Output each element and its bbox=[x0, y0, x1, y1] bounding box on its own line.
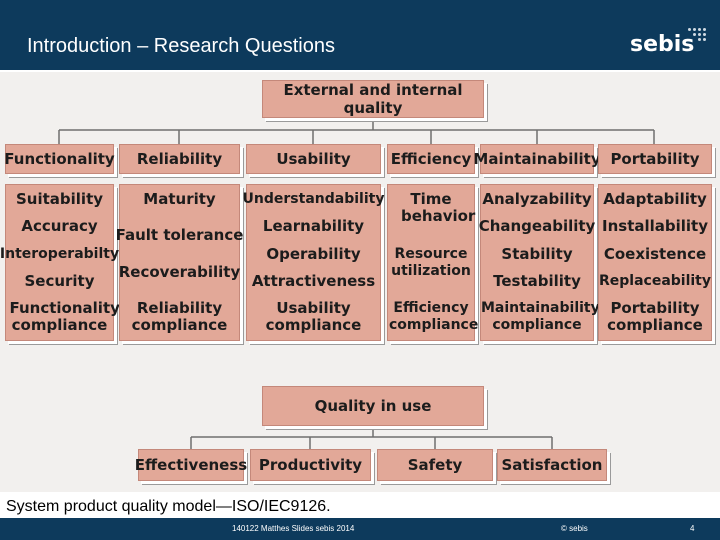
sub-item: Stability bbox=[501, 244, 573, 263]
slide-title: Introduction – Research Questions bbox=[27, 35, 335, 57]
sub-item: Reliability compliance bbox=[131, 298, 228, 334]
connector-lines bbox=[58, 118, 655, 449]
header-bar bbox=[0, 0, 720, 70]
sub-item: Usability compliance bbox=[265, 299, 362, 334]
sub-item: Security bbox=[24, 271, 95, 290]
sub-item: Efficiency compliance bbox=[389, 300, 479, 333]
sub-item: Maintainability compliance bbox=[481, 300, 600, 333]
sub-item: Testability bbox=[493, 271, 581, 290]
sub-item: Resource utilization bbox=[391, 245, 471, 279]
logo-dots-icon bbox=[688, 28, 714, 42]
sub-item: Portability compliance bbox=[607, 299, 703, 334]
use-category-safety: Safety bbox=[377, 449, 493, 481]
sub-item: Attractiveness bbox=[251, 271, 376, 290]
use-category-effectiveness: Effectiveness bbox=[135, 449, 247, 481]
logo-text: sebis bbox=[630, 32, 695, 57]
sub-item: Understandability bbox=[242, 191, 385, 207]
sub-item: Operability bbox=[266, 244, 361, 263]
subbox-functionality: Suitability Accuracy Interoperabilty Sec… bbox=[0, 184, 120, 341]
use-root-box: Quality in use bbox=[262, 386, 484, 426]
sub-item: Accuracy bbox=[21, 217, 98, 236]
sub-item: Learnability bbox=[262, 217, 365, 236]
sub-item: Interoperabilty bbox=[0, 245, 120, 262]
subbox-efficiency: Time behavior Resource utilization Effic… bbox=[387, 184, 479, 341]
subbox-portability: Adaptability Installability Coexistence … bbox=[598, 184, 712, 341]
category-portability: Portability bbox=[598, 144, 712, 174]
sub-item: Fault tolerance bbox=[115, 226, 244, 245]
use-category-satisfaction: Satisfaction bbox=[497, 449, 607, 481]
caption-bar bbox=[0, 492, 720, 518]
sebis-logo: sebis bbox=[630, 28, 714, 58]
category-functionality: Functionality bbox=[4, 144, 115, 174]
category-maintainability: Maintainability bbox=[473, 144, 601, 174]
figure-caption: System product quality model—ISO/IEC9126… bbox=[6, 498, 331, 515]
category-reliability: Reliability bbox=[119, 144, 240, 174]
sub-item: Recoverability bbox=[118, 262, 241, 281]
footer-bar bbox=[0, 518, 720, 540]
sub-item: Functionality compliance bbox=[9, 299, 120, 334]
category-efficiency: Efficiency bbox=[387, 144, 475, 174]
sub-item: Replaceability bbox=[598, 272, 712, 289]
subbox-maintainability: Analyzability Changeability Stability Te… bbox=[478, 184, 600, 341]
sub-item: Adaptability bbox=[603, 190, 707, 208]
subbox-reliability: Maturity Fault tolerance Recoverability … bbox=[116, 184, 243, 341]
footer-copyright: © sebis bbox=[561, 524, 588, 533]
footer-info: 140122 Matthes Slides sebis 2014 bbox=[232, 524, 355, 533]
sub-item: Changeability bbox=[478, 217, 596, 236]
sub-item: Time behavior bbox=[401, 190, 476, 225]
sub-item: Maturity bbox=[143, 190, 216, 208]
sub-item: Analyzability bbox=[482, 190, 592, 208]
subbox-usability: Understandability Learnability Operabili… bbox=[243, 184, 384, 341]
sub-item: Coexistence bbox=[603, 244, 707, 263]
category-usability: Usability bbox=[246, 144, 381, 174]
sub-item: Suitability bbox=[15, 190, 104, 208]
root-box: External and internal quality bbox=[262, 80, 484, 118]
sub-item: Installability bbox=[602, 217, 708, 236]
page-number: 4 bbox=[690, 524, 695, 533]
use-category-productivity: Productivity bbox=[250, 449, 371, 481]
